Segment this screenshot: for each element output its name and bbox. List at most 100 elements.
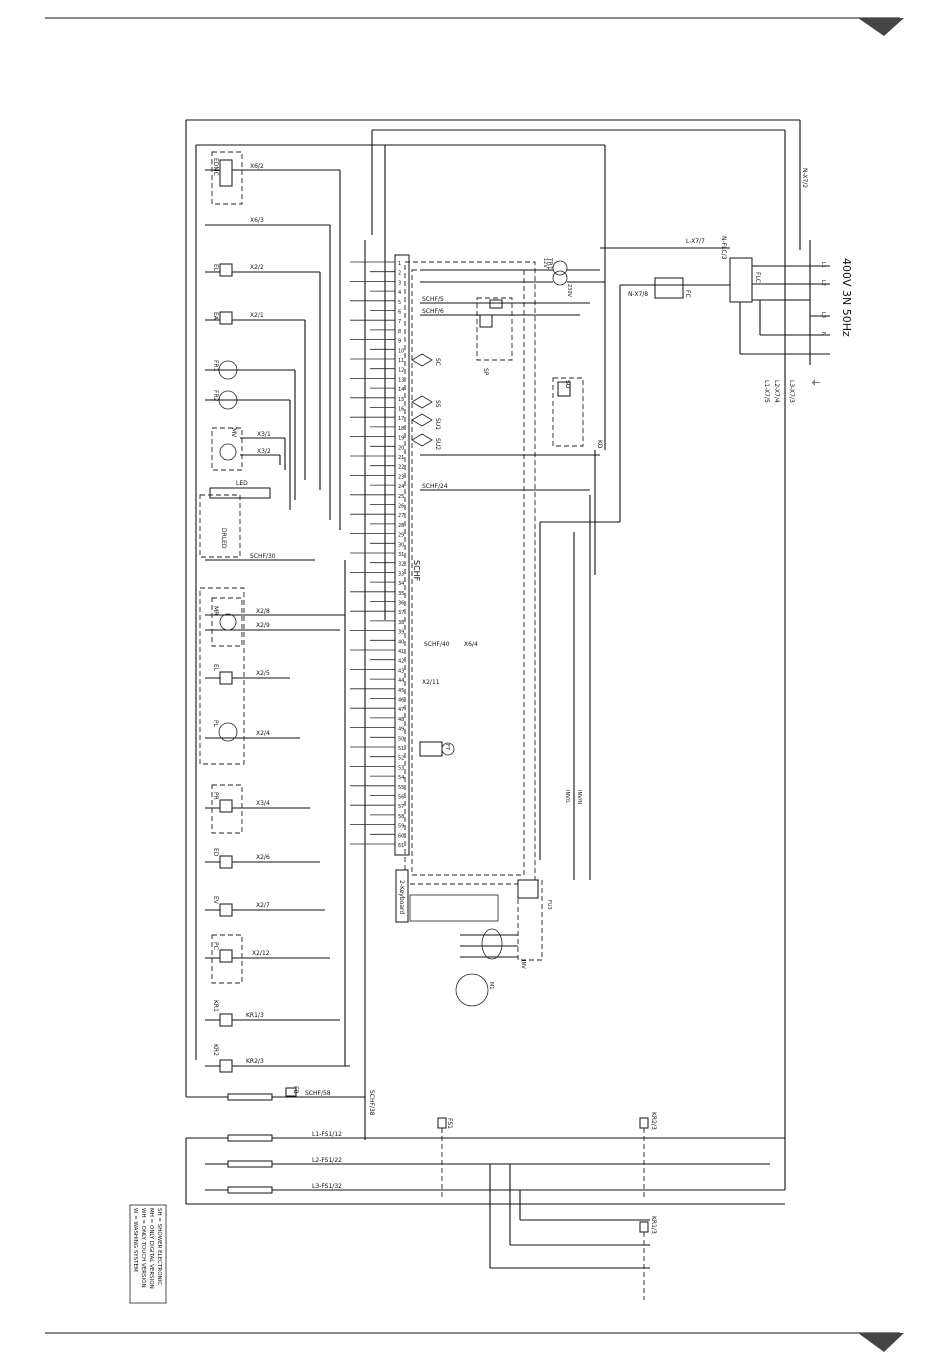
wire-label: N-X7/8: [628, 291, 648, 298]
wire-label: L2-X7/4: [773, 380, 780, 403]
wire-label: X6/2: [250, 163, 264, 170]
flc-label: FLC: [754, 272, 761, 283]
pr-label: PR: [212, 792, 219, 800]
legend-box: SH = SHOWER ELECTRONIC MH = ONLY DIGITAL…: [129, 1204, 167, 1304]
terminal-number: 10: [398, 348, 404, 354]
legend-line: SH = SHOWER ELECTRONIC: [156, 1208, 162, 1285]
keyboard-label: 2-Keyboard: [398, 880, 405, 914]
led-label: LED: [236, 480, 248, 487]
terminal-number: 25: [398, 494, 404, 500]
terminal-number: 54: [398, 775, 404, 781]
edmc-label: EDMC: [212, 158, 219, 176]
wire-label: X2/5: [256, 670, 270, 677]
terminal-number: 57: [398, 804, 404, 810]
legend-line: W = WASHING SYSTEM: [132, 1208, 138, 1272]
inv-l-label: INV/L: [564, 790, 570, 803]
inv-label: INV: [520, 960, 526, 969]
wire-label: SCHF/58: [305, 1090, 331, 1097]
el-label: EL: [212, 264, 219, 272]
terminal-number: 29: [398, 533, 404, 539]
wire-label: N-X7/2: [801, 168, 808, 188]
supply-l1: L1: [820, 262, 826, 268]
ft-label: FT: [444, 744, 450, 751]
terminal-number: 45: [398, 688, 404, 694]
ko-relay-contacts: KO: [420, 440, 620, 860]
wire-label: L1-X7/5: [763, 380, 770, 403]
terminal-number: 59: [398, 824, 404, 830]
wire-label: SCHF/40: [424, 641, 450, 648]
footer-rule: [45, 1332, 904, 1352]
inverter-feeds: INV/L INV/N: [564, 495, 591, 880]
terminal-number: 5: [398, 300, 401, 306]
terminal-number: 2: [398, 271, 401, 277]
sc-label: SC: [434, 358, 441, 366]
motor-m1-icon: [455, 973, 489, 1007]
wire-label: X3/1: [257, 431, 271, 438]
m1-label: M1: [488, 982, 494, 990]
transformer-tr1: TR1 12V 230V: [420, 257, 605, 298]
legend-line: WH = ONLY TOUCH VERSION: [140, 1208, 146, 1288]
terminal-number: 36: [398, 601, 404, 607]
supply-n: N: [820, 332, 826, 336]
left-components: [199, 151, 297, 1101]
kr1-label: KR1: [212, 1000, 219, 1012]
wire-label: X2/11: [422, 679, 440, 686]
wire-label: L-X7/7: [686, 238, 705, 245]
header-rule: [45, 17, 904, 36]
inv-n-label: INV/N: [576, 790, 582, 804]
wire-label: X2/4: [256, 730, 270, 737]
terminal-number: 51: [398, 746, 404, 752]
terminal-number: 19: [398, 436, 404, 442]
wire-label: L2-FS1/22: [312, 1157, 342, 1164]
wire-label: X2/8: [256, 608, 270, 615]
terminal-number: 58: [398, 814, 404, 820]
terminal-number: 38: [398, 620, 404, 626]
drled-label: DRLED: [220, 528, 227, 549]
sp-relay-block: SP: [420, 297, 590, 376]
so-label: SO: [564, 380, 571, 389]
wire-label-group: X6/2 X6/3 X2/2 X2/1 X3/1 X3/2 SCHF/30 X2…: [246, 163, 808, 1190]
terminal-number: 37: [398, 610, 404, 616]
terminal-number: 18: [398, 426, 404, 432]
terminal-number: 4: [398, 290, 401, 296]
terminal-number: 1: [398, 261, 401, 267]
schf-terminal-numbers: 1234567891011121314151617181920212223242…: [398, 261, 404, 849]
ed-label: ED: [212, 848, 219, 857]
fb-label: FB: [292, 1086, 299, 1094]
wire-label: X6/4: [464, 641, 478, 648]
terminal-number: 34: [398, 581, 404, 587]
terminal-number: 53: [398, 765, 404, 771]
wire-label: SCHF/30: [250, 553, 276, 560]
wire-label: X3/4: [256, 800, 270, 807]
terminal-number: 11: [398, 358, 404, 364]
so-block: SO: [552, 377, 584, 447]
wire-label: N-FLC/3: [720, 236, 727, 260]
terminal-number: 20: [398, 445, 404, 451]
fr1-label: FR1: [212, 360, 219, 372]
keyboard-board: 2-Keyboard: [395, 869, 499, 923]
terminal-number: 35: [398, 591, 404, 597]
terminal-bus-lines: [350, 261, 395, 845]
ev-label: EV: [212, 896, 219, 905]
kr-contactors: KR2/3 KR1/3: [639, 1112, 657, 1300]
terminal-number: 14: [398, 387, 404, 393]
fr2-label: FR2: [212, 390, 219, 402]
wire-label: X2/12: [252, 950, 270, 957]
terminal-number: 28: [398, 523, 404, 529]
schf-board: 1234567891011121314151617181920212223242…: [394, 254, 536, 885]
terminal-number: 40: [398, 639, 404, 645]
wire-label: L1-FS1/12: [312, 1131, 342, 1138]
tr1-label: TR1: [546, 257, 553, 270]
mv-label: MV: [230, 428, 237, 438]
terminal-number: 13: [398, 377, 404, 383]
legend-line: MH = ONLY DIGITAL VERSION: [148, 1208, 154, 1289]
fu3-label: FU3: [546, 900, 552, 910]
terminal-number: 17: [398, 416, 404, 422]
wire-label: SCHF/5: [422, 296, 444, 303]
wire-label: SCHF/38: [368, 1090, 375, 1116]
terminal-number: 44: [398, 678, 404, 684]
terminal-number: 41: [398, 649, 404, 655]
kr2-contact-label: KR2/3: [650, 1112, 657, 1130]
ss-label: SS: [434, 400, 441, 408]
